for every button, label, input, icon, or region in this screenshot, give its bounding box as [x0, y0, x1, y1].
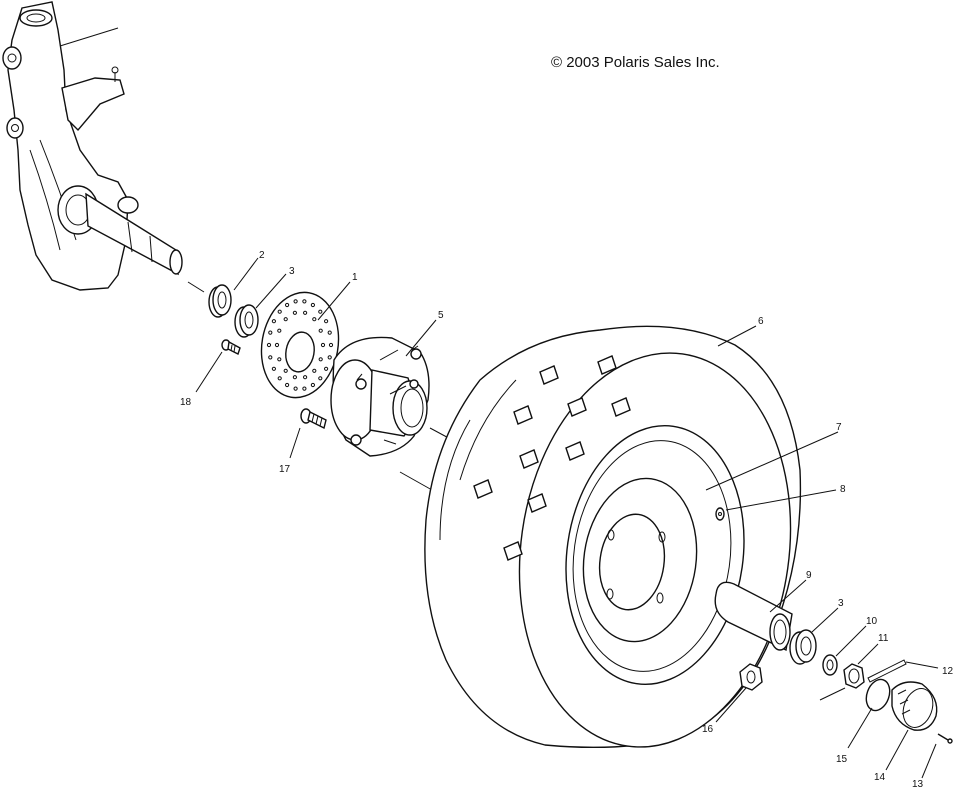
hub-cap-part-14 — [891, 681, 938, 731]
disc-vent-hole — [277, 357, 282, 362]
tread-block — [565, 441, 585, 461]
bolt-part-17 — [300, 408, 327, 430]
callout-7: 7 — [836, 422, 842, 433]
tread-block — [527, 493, 547, 513]
disc-vent-hole — [318, 309, 323, 314]
disc-vent-hole — [324, 319, 329, 324]
callout-15: 15 — [836, 754, 848, 765]
callout-16: 16 — [702, 724, 714, 735]
disc-vent-hole — [318, 328, 323, 333]
steering-knuckle — [2, 1, 183, 291]
disc-vent-hole — [320, 342, 326, 348]
callout-2: 2 — [259, 250, 265, 261]
tread-block — [611, 397, 631, 417]
disc-vent-hole — [327, 355, 332, 360]
disc-vent-hole — [318, 357, 323, 362]
disc-vent-hole — [328, 342, 334, 348]
disc-vent-hole — [277, 328, 282, 333]
disc-vent-hole — [292, 375, 297, 380]
disc-vent-hole — [318, 376, 323, 381]
callout-5: 5 — [438, 310, 444, 321]
callout-14: 14 — [874, 772, 886, 783]
lug-nut-part-16 — [739, 663, 763, 691]
callout-3-inner: 3 — [289, 266, 295, 277]
bearing-part-3-inner — [234, 304, 259, 338]
disc-vent-hole — [274, 342, 280, 348]
callout-1: 1 — [352, 272, 358, 283]
tread-block — [519, 449, 539, 469]
disc-vent-hole — [312, 368, 317, 373]
disc-vent-hole — [310, 382, 315, 388]
leader-lines — [59, 27, 939, 779]
disc-vent-hole — [302, 299, 307, 304]
disc-vent-hole — [277, 309, 282, 314]
bolt-part-18 — [221, 339, 241, 355]
tread-block — [567, 397, 587, 417]
disc-vent-hole — [312, 317, 317, 322]
disc-vent-hole — [285, 302, 290, 308]
disc-vent-hole — [324, 366, 329, 371]
callout-13: 13 — [912, 779, 924, 789]
disc-vent-hole — [283, 317, 288, 322]
tread-block — [513, 405, 533, 425]
disc-vent-hole — [302, 386, 307, 391]
disc-vent-hole — [310, 302, 315, 308]
disc-vent-hole — [271, 319, 276, 324]
disc-vent-hole — [277, 376, 282, 381]
tread-block — [539, 365, 559, 385]
disc-vent-hole — [266, 342, 272, 348]
seal-part-2 — [208, 284, 232, 318]
disc-vent-hole — [271, 366, 276, 371]
disc-vent-hole — [285, 382, 290, 388]
washer-part-10 — [822, 654, 838, 676]
o-ring-part-15 — [865, 678, 891, 712]
disc-vent-hole — [268, 330, 273, 335]
callout-18: 18 — [180, 397, 192, 408]
castle-nut-part-11 — [843, 663, 865, 689]
callout-9: 9 — [806, 570, 812, 581]
callout-8: 8 — [840, 484, 846, 495]
disc-vent-hole — [293, 386, 298, 391]
callout-17: 17 — [279, 464, 291, 475]
valve-stem-part-8 — [715, 507, 725, 521]
tread-block — [597, 355, 617, 375]
disc-vent-hole — [292, 310, 297, 315]
disc-vent-hole — [268, 355, 273, 360]
disc-vent-hole — [327, 330, 332, 335]
tread-block — [503, 541, 523, 561]
callout-labels: 2 3 1 5 6 7 8 9 3 10 11 12 13 14 15 16 1… — [180, 250, 954, 789]
disc-vent-hole — [293, 299, 298, 304]
bearing-part-3-outer — [789, 629, 817, 665]
wheel-hub-part-5 — [330, 336, 430, 457]
spacer-part-9 — [714, 581, 793, 652]
callout-10: 10 — [866, 616, 878, 627]
callout-12: 12 — [942, 666, 954, 677]
disc-vent-hole — [303, 310, 308, 315]
disc-vent-hole — [303, 375, 308, 380]
rim-part-7 — [565, 424, 745, 686]
screw-part-13 — [937, 733, 953, 744]
tread-block — [473, 479, 493, 499]
callout-6: 6 — [758, 316, 764, 327]
callout-3-outer: 3 — [838, 598, 844, 609]
callout-11: 11 — [878, 633, 889, 644]
disc-vent-hole — [283, 368, 288, 373]
cotter-pin-part-12 — [867, 659, 907, 683]
copyright-text: © 2003 Polaris Sales Inc. — [551, 54, 720, 71]
